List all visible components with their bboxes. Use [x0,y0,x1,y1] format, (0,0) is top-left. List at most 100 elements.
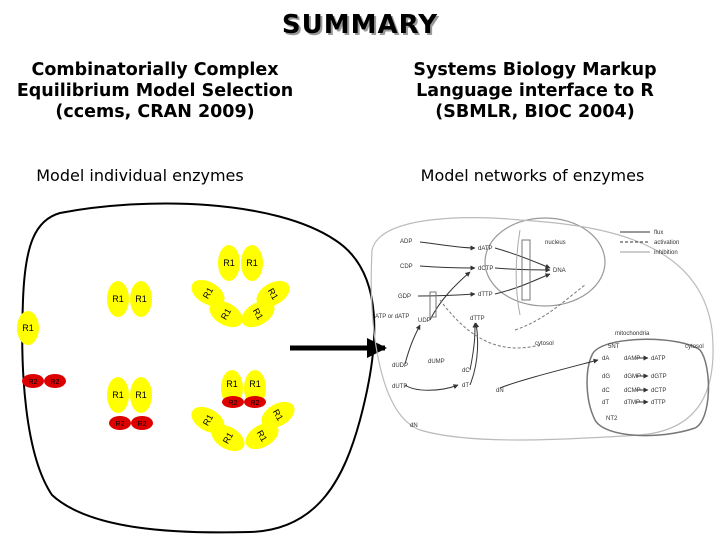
legend-flux-label: flux [654,230,663,236]
r2-subunit [244,396,266,408]
node-dgmp: dGMP [624,374,641,380]
r2-label: R2 [138,421,147,428]
flux-edge [469,322,480,386]
r1-label: R1 [226,379,238,389]
node-dcmp: dCMP [624,388,641,394]
nucleus-label: nucleus [545,240,566,246]
legend-activation-label: activation [654,240,679,246]
sbmlr-heading-line: Language interface to R [416,81,654,101]
node-cytosol2: cytosol [685,344,704,350]
r2-label: R2 [29,379,38,386]
ccems-heading-line: (ccems, CRAN 2009) [55,102,255,122]
r2-label: R2 [116,421,125,428]
legend-inhibition-label: inhibition [654,250,678,256]
r1-subunit [218,245,240,281]
sbmlr-heading: Systems Biology Markup Language interfac… [385,60,685,123]
flux-edge [404,324,421,365]
r2-subunit [22,374,44,388]
node-dudp: dUDP [392,363,408,369]
r1-subunit [241,300,275,328]
node-dgtp: dGTP [651,374,667,380]
r2-subunit [44,374,66,388]
node-dump: dUMP [428,359,445,365]
node-da: dA [602,356,609,362]
flux-edge [494,267,551,273]
flux-edge [429,271,471,321]
r1-subunit [191,279,225,307]
flux-edge [494,273,551,295]
node-adp: ADP [400,239,412,245]
r1-subunit [107,377,129,413]
node-dctp: dCTP [478,266,493,272]
r1-label: R1 [221,431,235,446]
r2-subunit [131,416,153,430]
r1-label: R1 [112,390,124,400]
activation-edge [439,299,541,349]
cytosol-compartment [370,217,714,441]
node-udp: UDP [418,318,431,324]
r1-label: R1 [271,408,285,423]
node-mito-datp: dATP [651,356,666,362]
node-dutp: dUTP [392,384,407,390]
individual-enzymes-subheading: Model individual enzymes [36,166,244,185]
enzyme-species-group: R1 R2 R2 R1 R1 R1 R1 R1 R1 R1 R1 [17,245,295,452]
node-5nt: 5NT [608,344,620,350]
ccems-heading-line: Combinatorially Complex [31,60,279,80]
r2-subunit [109,416,131,430]
r1-label: R1 [112,294,124,304]
ccems-heading: Combinatorially Complex Equilibrium Mode… [5,60,305,123]
r1-label: R1 [255,429,269,444]
r2-label: R2 [51,379,60,386]
node-dg: dG [602,374,610,380]
node-dt2: dT [602,400,609,406]
r1-subunit [256,280,290,308]
flux-edge [419,241,476,251]
nucleus-compartment [484,217,606,307]
rnr-box [521,239,531,301]
r1-label: R1 [201,413,215,428]
sbmlr-heading-line: (SBMLR, BIOC 2004) [435,102,635,122]
node-dttp: dTTP [478,292,493,298]
mitochondria-compartment [586,338,710,437]
node-dt: dT [462,383,469,389]
r1-label: R1 [135,294,147,304]
flux-edge [404,384,459,391]
network-enzymes-subheading: Model networks of enzymes [420,166,645,185]
r2-label: R2 [229,400,238,407]
inhibition-edge [515,229,521,316]
r1-label: R1 [266,287,280,302]
r1-subunit [261,401,295,429]
flux-edge [499,358,599,389]
node-dn-bottom: dN [410,423,418,429]
sbmlr-heading-line: Systems Biology Markup [413,60,657,80]
r2-subunit [222,396,244,408]
r1-label: R1 [249,379,261,389]
enzyme-network-diagram: nucleus mitochondria cytosol flux activa… [370,217,714,441]
node-dc: dC [462,368,470,374]
flux-edge [417,291,476,297]
slide-title: SUMMARY [281,10,439,40]
r1-subunit [209,300,243,328]
node-dttp3: dTTP [651,400,666,406]
r1-label: R1 [201,286,215,301]
r1-label: R1 [135,390,147,400]
flux-edge [419,265,476,271]
r1-label: R1 [246,258,258,268]
mitochondria-label: mitochondria [615,331,650,337]
node-dn-mid: dN [496,388,504,394]
r1-label: R1 [219,307,233,322]
node-dttp2: dTTP [470,316,485,322]
node-dctp2: dCTP [651,388,666,394]
node-nt2: NT2 [606,416,618,422]
enzyme-box [429,291,437,318]
node-atp-datp: ATP or dATP [375,314,409,320]
r1-subunit [211,424,245,452]
r1-subunit [245,422,279,450]
activation-edge [514,284,586,331]
ccems-heading-line: Equilibrium Model Selection [16,81,294,101]
r1-label: R1 [22,323,34,333]
node-dc2: dC [602,388,610,394]
r1-subunit [241,245,263,281]
node-dna: DNA [553,268,566,274]
